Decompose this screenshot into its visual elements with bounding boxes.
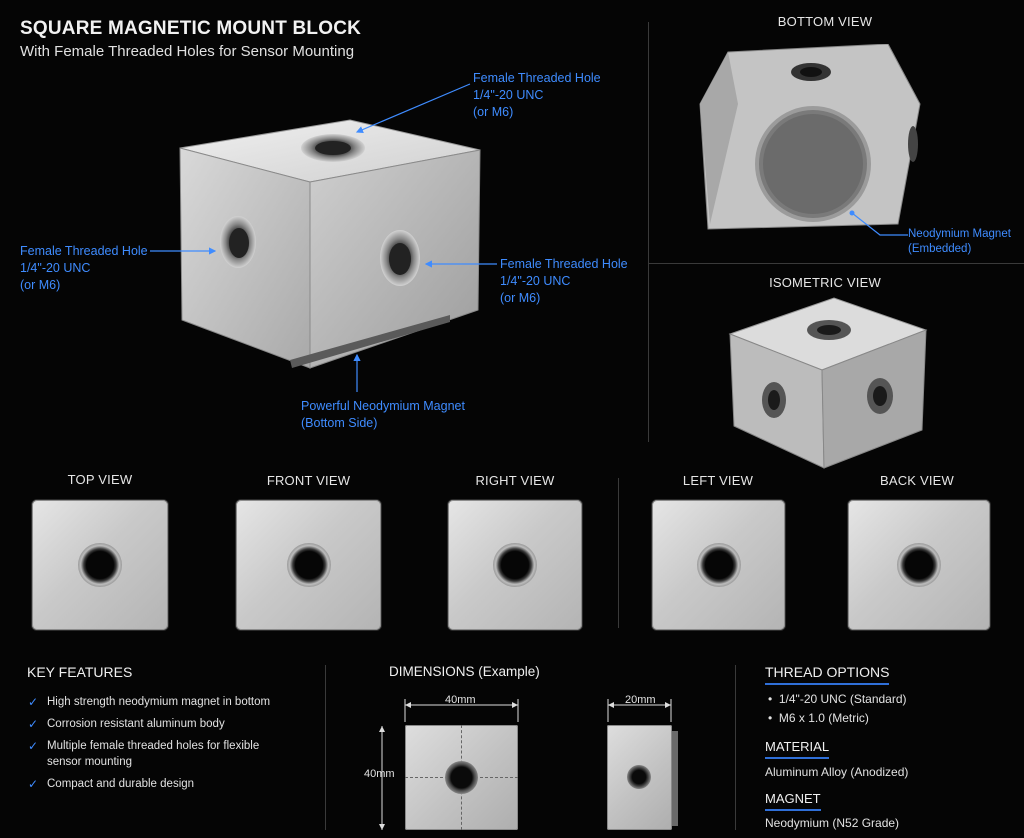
threaded-hole-icon [627,765,651,789]
top-view-label: TOP VIEW [67,472,133,487]
callout-bottom-magnet: Neodymium Magnet (Embedded) [908,228,1011,255]
divider-vertical-bottom-1 [325,665,326,830]
front-view-tile [236,500,381,630]
thread-option-item: • 1/4"-20 UNC (Standard) [768,692,907,706]
threaded-hole-icon [286,543,331,587]
checkmark-icon: ✓ [28,777,39,791]
isometric-view-label: ISOMETRIC VIEW [769,275,881,290]
threaded-hole-icon [696,543,741,587]
thread-options-list: • 1/4"-20 UNC (Standard) • M6 x 1.0 (Met… [768,690,907,728]
divider-vertical-bottom-2 [735,665,736,830]
feature-item: ✓Corrosion resistant aluminum body [28,717,225,731]
page-title: SQUARE MAGNETIC MOUNT BLOCK [20,18,362,39]
back-view-tile [848,500,990,630]
material-section: MATERIAL [765,738,830,759]
key-features-list: ✓High strength neodymium magnet in botto… [28,694,298,792]
dimension-lines [379,699,672,830]
feature-item: ✓Compact and durable design [28,777,195,791]
dimension-height-label: 40mm [364,768,395,780]
callout-leader-lines [150,83,497,392]
checkmark-icon: ✓ [28,695,39,709]
bottom-view-illustration [699,44,921,230]
dimension-side-block [607,725,678,830]
right-view-label: RIGHT VIEW [475,473,555,488]
top-view-tile [32,500,168,630]
threaded-hole-icon [78,543,122,587]
back-view-label: BACK VIEW [879,473,955,488]
key-features-heading: KEY FEATURES [27,664,133,680]
page-subtitle: With Female Threaded Holes for Sensor Mo… [20,43,355,60]
left-view-tile [652,500,785,630]
threaded-hole-icon [897,543,941,587]
callout-magnet: Powerful Neodymium Magnet (Bottom Side) [301,399,465,430]
bottom-view-leader [849,210,908,236]
isometric-view-illustration [728,297,928,469]
front-view-label: FRONT VIEW [266,473,351,488]
dimension-front-block [405,725,518,830]
left-view-label: LEFT VIEW [682,473,754,488]
dimension-width-label: 40mm [445,694,476,706]
divider-horizontal-right [648,263,1024,264]
right-view-tile [448,500,582,630]
divider-vertical-tiles [618,478,619,628]
main-cube-illustration [179,119,481,369]
callout-right-hole: Female Threaded Hole 1/4"-20 UNC (or M6) [500,257,628,305]
threaded-hole-icon [493,543,537,587]
divider-vertical-top [648,22,649,442]
magnet-section: MAGNET [765,790,821,811]
dimensions-heading: DIMENSIONS (Example) [389,664,540,679]
material-heading: MATERIAL [765,739,830,759]
magnet-value: Neodymium (N52 Grade) [765,816,900,830]
thread-options-section: THREAD OPTIONS [765,664,890,685]
bottom-view-label: BOTTOM VIEW [777,14,873,29]
material-value: Aluminum Alloy (Anodized) [765,765,909,779]
callout-top-hole: Female Threaded Hole 1/4"-20 UNC (or M6) [473,71,601,119]
feature-item: ✓Multiple female threaded holes for flex… [28,739,260,768]
magnet-heading: MAGNET [765,791,821,811]
dimension-depth-label: 20mm [625,694,656,706]
feature-item: ✓High strength neodymium magnet in botto… [28,695,271,709]
thread-option-item: • M6 x 1.0 (Metric) [768,711,869,725]
threaded-hole-icon [445,761,478,794]
checkmark-icon: ✓ [28,717,39,731]
thread-options-heading: THREAD OPTIONS [765,664,890,685]
checkmark-icon: ✓ [28,739,39,753]
callout-left-hole: Female Threaded Hole 1/4"-20 UNC (or M6) [20,244,148,292]
